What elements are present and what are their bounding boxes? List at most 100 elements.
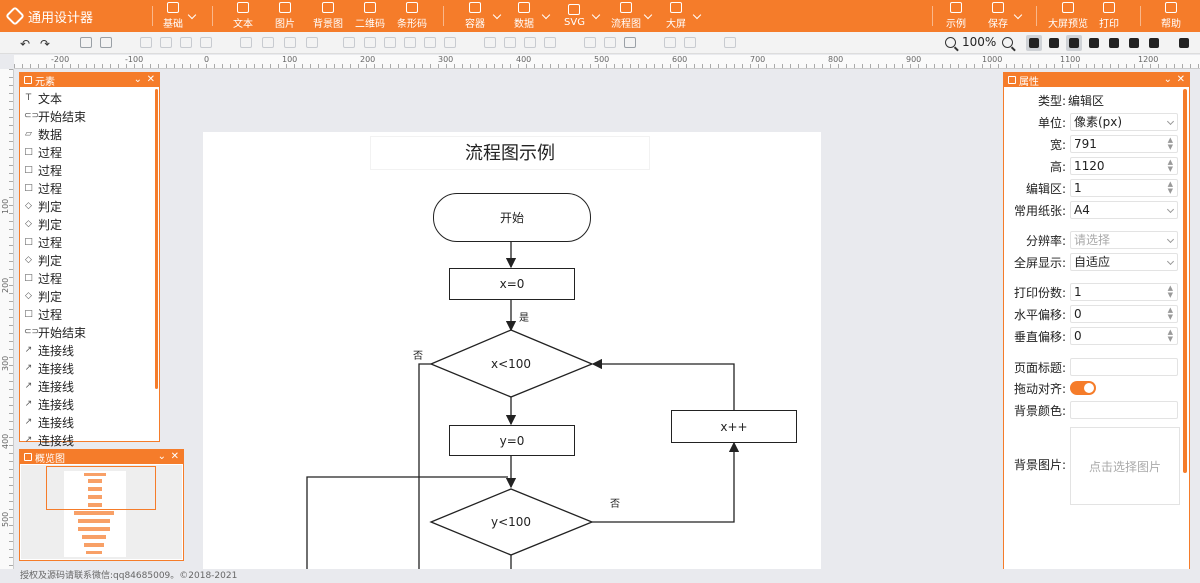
spinner-icon[interactable]: ▲▼ — [1167, 306, 1173, 321]
close-icon[interactable]: ✕ — [1176, 74, 1185, 85]
element-item[interactable]: ↗连接线 — [24, 413, 155, 431]
view-mode-7-icon[interactable] — [1146, 35, 1162, 51]
print-button[interactable]: 打印 — [1099, 2, 1119, 30]
new-page-icon[interactable] — [80, 37, 92, 48]
barcode-button[interactable]: 条形码 — [397, 2, 427, 30]
bigscreen-button[interactable]: 大屏 — [666, 2, 686, 30]
align-middle-icon[interactable] — [284, 37, 296, 48]
view-mode-5-icon[interactable] — [1106, 35, 1122, 51]
elements-scrollbar[interactable] — [155, 89, 158, 389]
drag-align-toggle[interactable] — [1070, 381, 1096, 395]
undo-icon[interactable]: ↶ — [20, 37, 31, 51]
prop-input[interactable]: 0▲▼ — [1070, 327, 1178, 345]
element-item[interactable]: ↗连接线 — [24, 341, 155, 359]
background-image-button[interactable]: 背景图 — [313, 2, 343, 30]
decision-x-shape[interactable] — [429, 329, 594, 398]
lock-icon[interactable] — [664, 37, 676, 48]
element-item[interactable]: ⊂⊃开始结束 — [24, 323, 155, 341]
element-item[interactable]: □过程 — [24, 179, 155, 197]
container-button[interactable]: 容器 — [465, 2, 485, 30]
prop-input[interactable]: 1▲▼ — [1070, 179, 1178, 197]
same-size-icon[interactable] — [444, 37, 456, 48]
prop-input[interactable] — [1070, 401, 1178, 419]
element-item[interactable]: ◇判定 — [24, 197, 155, 215]
ungroup-icon[interactable] — [604, 37, 616, 48]
element-item[interactable]: ↗连接线 — [24, 395, 155, 413]
svg-button[interactable]: SVG — [564, 2, 585, 30]
collapse-icon[interactable]: ⌄ — [157, 451, 166, 462]
prop-input[interactable]: 1▲▼ — [1070, 283, 1178, 301]
qrcode-button[interactable]: 二维码 — [355, 2, 385, 30]
cut-icon[interactable] — [180, 37, 192, 48]
element-item[interactable]: ⊂⊃开始结束 — [24, 107, 155, 125]
init-y-node[interactable]: y=0 — [449, 425, 575, 456]
view-mode-6-icon[interactable] — [1126, 35, 1142, 51]
bigscreen-caret-icon[interactable] — [692, 10, 702, 20]
element-item[interactable]: ↗连接线 — [24, 377, 155, 395]
inc-x-node[interactable]: x++ — [671, 410, 797, 443]
spinner-icon[interactable]: ▲▼ — [1167, 284, 1173, 299]
prop-input[interactable]: 791▲▼ — [1070, 135, 1178, 153]
decision-y-shape[interactable] — [429, 488, 594, 556]
align-vcenter-icon[interactable] — [364, 37, 376, 48]
save-button[interactable]: 保存 — [988, 2, 1008, 30]
image-button[interactable]: 图片 — [275, 2, 295, 30]
group-icon[interactable] — [584, 37, 596, 48]
element-item[interactable]: □过程 — [24, 161, 155, 179]
basic-button[interactable]: 基础 — [163, 2, 183, 30]
bring-forward-icon[interactable] — [504, 37, 516, 48]
data-caret-icon[interactable] — [541, 10, 551, 20]
flowchart-caret-icon[interactable] — [643, 10, 653, 20]
preview-viewport[interactable] — [46, 466, 156, 510]
view-mode-4-icon[interactable] — [1086, 35, 1102, 51]
element-item[interactable]: ↗连接线 — [24, 431, 155, 449]
align-center-icon[interactable] — [262, 37, 274, 48]
connector-condy-incx[interactable] — [592, 441, 740, 523]
element-item[interactable]: ◇判定 — [24, 287, 155, 305]
element-item[interactable]: ↗连接线 — [24, 359, 155, 377]
copy-icon[interactable] — [160, 37, 172, 48]
connector-loop-back[interactable] — [306, 476, 508, 572]
view-mode-1-icon[interactable] — [1026, 35, 1042, 51]
collapse-icon[interactable]: ⌄ — [1163, 74, 1172, 85]
init-x-node[interactable]: x=0 — [449, 268, 575, 300]
preview-canvas[interactable] — [21, 465, 182, 559]
align-top-icon[interactable] — [343, 37, 355, 48]
start-node[interactable]: 开始 — [433, 193, 591, 242]
prop-select[interactable]: A4 — [1070, 201, 1178, 219]
text-button[interactable]: 文本 — [233, 2, 253, 30]
data-button[interactable]: 数据 — [514, 2, 534, 30]
view-mode-3-icon[interactable] — [1066, 35, 1082, 51]
align-left-icon[interactable] — [240, 37, 252, 48]
spinner-icon[interactable]: ▲▼ — [1167, 328, 1173, 343]
properties-scrollbar[interactable] — [1183, 89, 1187, 473]
prop-input[interactable]: 0▲▼ — [1070, 305, 1178, 323]
example-button[interactable]: 示例 — [946, 2, 966, 30]
container-caret-icon[interactable] — [492, 10, 502, 20]
element-item[interactable]: □过程 — [24, 305, 155, 323]
view-mode-8-icon[interactable] — [1176, 35, 1192, 51]
element-item[interactable]: □过程 — [24, 143, 155, 161]
unlock-icon[interactable] — [684, 37, 696, 48]
element-item[interactable]: ◇判定 — [24, 215, 155, 233]
delete-icon[interactable] — [724, 37, 736, 48]
canvas-page-title[interactable]: 流程图示例 — [370, 136, 650, 170]
align-bottom-icon[interactable] — [384, 37, 396, 48]
close-icon[interactable]: ✕ — [146, 74, 155, 85]
prop-select[interactable]: 像素(px) — [1070, 113, 1178, 131]
zoom-in-icon[interactable] — [1002, 36, 1014, 48]
prop-select[interactable]: 请选择 — [1070, 231, 1178, 249]
view-mode-2-icon[interactable] — [1046, 35, 1062, 51]
redo-icon[interactable]: ↷ — [40, 37, 51, 51]
layer-icon[interactable] — [624, 37, 636, 48]
spinner-icon[interactable]: ▲▼ — [1167, 180, 1173, 195]
send-backward-icon[interactable] — [524, 37, 536, 48]
add-icon[interactable] — [140, 37, 152, 48]
help-button[interactable]: 帮助 — [1161, 2, 1181, 30]
spinner-icon[interactable]: ▲▼ — [1167, 136, 1173, 151]
distribute-h-icon[interactable] — [404, 37, 416, 48]
send-back-icon[interactable] — [544, 37, 556, 48]
prop-input[interactable] — [1070, 358, 1178, 376]
distribute-v-icon[interactable] — [424, 37, 436, 48]
